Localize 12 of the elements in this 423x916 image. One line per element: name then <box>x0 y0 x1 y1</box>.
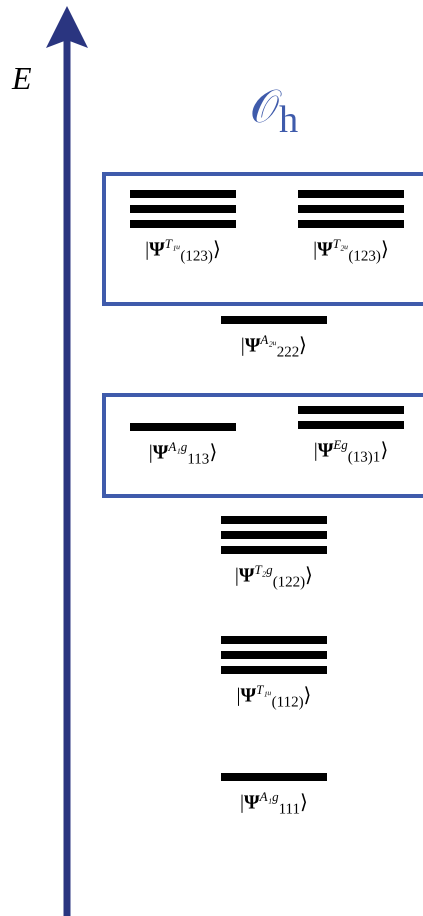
state-label: |Ψ$^{Eg}$$_{(13)1}$⟩ <box>312 438 390 466</box>
group-frame <box>102 393 423 498</box>
group-frame <box>102 172 423 306</box>
state-label: |Ψ$^{T₂ᵤ}$$_{(123)}$⟩ <box>312 237 390 265</box>
symmetry-group-label: 𝒪$_{h}$ <box>250 84 298 140</box>
state-label: |Ψ$^{A₁g}$$_{111}$⟩ <box>239 790 309 818</box>
state-label: |Ψ$^{A₁g}$$_{113}$⟩ <box>148 440 218 468</box>
state-label: |Ψ$^{A₂ᵤ}$$_{222}$⟩ <box>240 333 308 361</box>
state-label: |Ψ$^{T₁ᵤ}$$_{(123)}$⟩ <box>144 237 222 265</box>
axis-label: E <box>12 62 32 94</box>
state-label: |Ψ$^{T₂g}$$_{(122)}$⟩ <box>234 563 314 591</box>
state-label: |Ψ$^{T₁ᵤ}$$_{(112)}$⟩ <box>235 683 313 711</box>
